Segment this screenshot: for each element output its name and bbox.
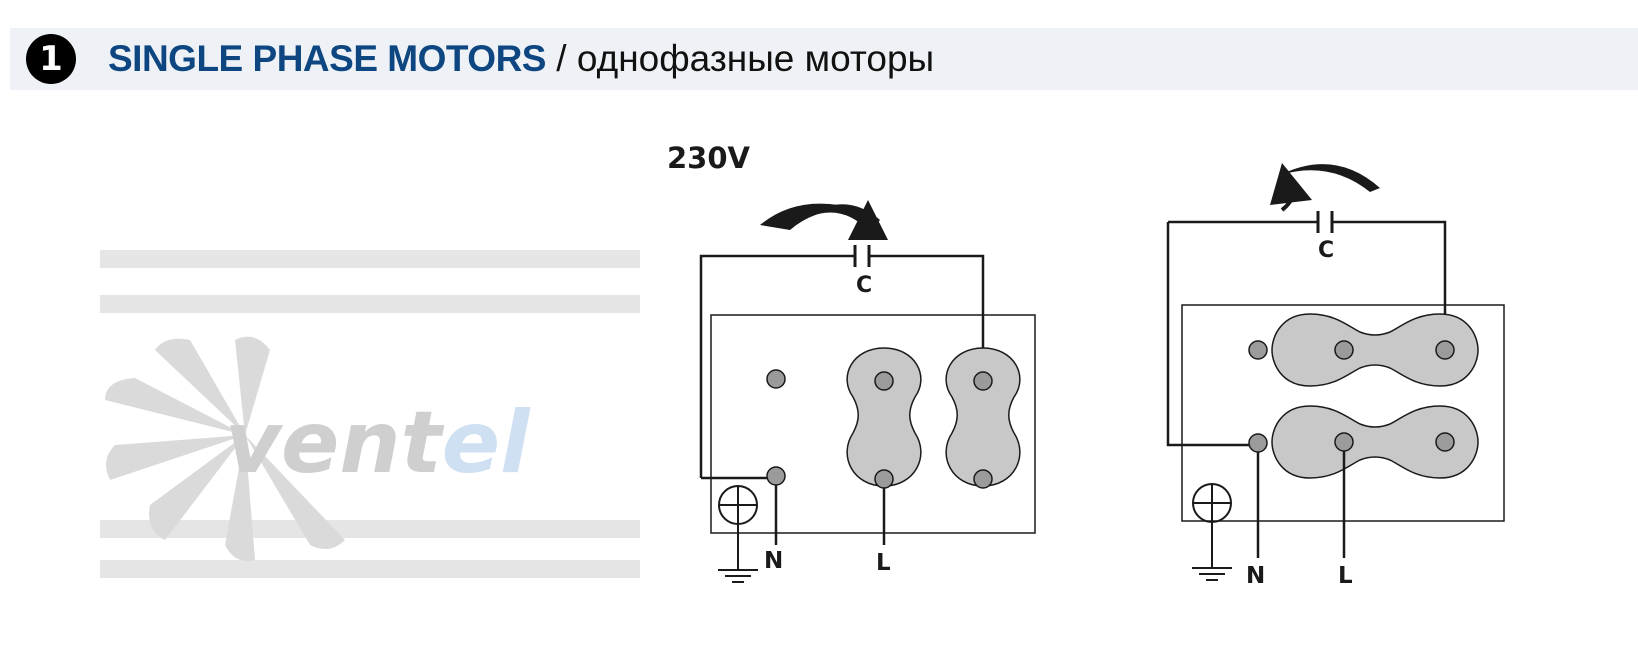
terminal-neutral — [1248, 433, 1268, 453]
watermark-stripe — [100, 250, 640, 268]
line-label: L — [1338, 563, 1353, 589]
watermark-logo: ventel — [100, 250, 640, 578]
terminal-neutral — [766, 466, 786, 486]
rotation-arrow-tail — [1280, 177, 1296, 212]
wiring-diagram-left: 230V C N L — [667, 141, 1036, 583]
rotation-arrowhead — [848, 200, 888, 240]
header-bar — [10, 28, 1638, 90]
line-label: L — [876, 550, 891, 576]
terminal-line — [1334, 432, 1354, 452]
terminal — [874, 371, 894, 391]
voltage-label: 230V — [667, 141, 751, 175]
terminal-line — [874, 469, 894, 489]
terminal-bridge-horizontal — [1271, 405, 1479, 479]
terminal — [766, 369, 786, 389]
terminal-bridge-vertical — [846, 347, 922, 487]
watermark-text: ventel — [225, 393, 531, 493]
terminal-bridge-horizontal — [1271, 313, 1479, 387]
capacitor-label: C — [856, 273, 872, 298]
fan-blades-icon — [105, 336, 345, 561]
watermark-logo-part-grey: ven — [225, 393, 401, 493]
terminal — [1435, 432, 1455, 452]
rotation-arrow-tail — [760, 203, 860, 230]
terminal — [973, 469, 993, 489]
capacitor-label: C — [1318, 238, 1334, 263]
terminal-capacitor — [973, 371, 993, 391]
title-russian: однофазные моторы — [576, 38, 935, 79]
wire-capacitor-to-neutral — [1166, 222, 1250, 447]
watermark-stripe — [100, 560, 640, 578]
wire-capacitor-left — [699, 254, 855, 478]
wire-capacitor-right — [1332, 220, 1447, 343]
watermark-logo-part-grey-2: t — [401, 393, 445, 493]
watermark-stripe — [100, 295, 640, 313]
title-separator: / — [546, 38, 577, 79]
rotation-arrow-counterclockwise-icon — [1280, 164, 1380, 192]
watermark-logo-part-blue: el — [442, 393, 531, 493]
wire-capacitor-right — [869, 254, 985, 376]
wiring-diagram-right: C N L — [1166, 163, 1505, 589]
page-title: SINGLE PHASE MOTORS / однофазные моторы — [108, 36, 934, 82]
rotation-arrow-clockwise-icon — [790, 204, 880, 232]
neutral-label: N — [764, 548, 783, 574]
terminal — [1334, 340, 1354, 360]
step-number-badge: 1 — [26, 34, 76, 84]
terminal — [1248, 340, 1268, 360]
terminal-box — [710, 314, 1036, 534]
terminal-capacitor — [1435, 340, 1455, 360]
neutral-label: N — [1246, 563, 1265, 589]
title-english: SINGLE PHASE MOTORS — [108, 38, 547, 79]
terminal-bridge-vertical — [945, 347, 1021, 487]
